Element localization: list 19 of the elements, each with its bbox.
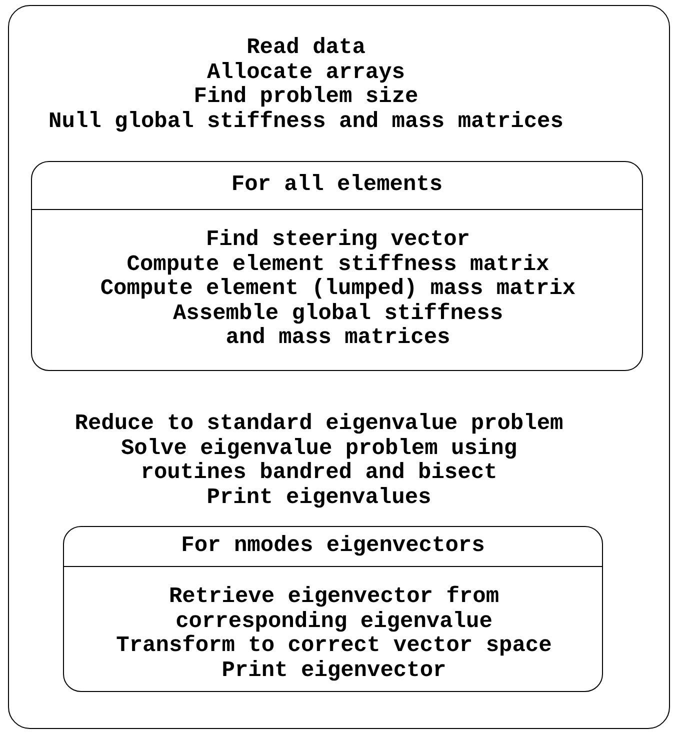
statement-text: Find steering vector [206, 228, 470, 252]
loop-box [31, 161, 643, 371]
statement-text: Retrieve eigenvector from corresponding eigenvalue [168, 585, 500, 634]
statement-text: Assemble global stiffness and mass matrices [172, 302, 504, 350]
statement-text: Compute element (lumped) mass matrix [100, 277, 576, 302]
loop-heading: For nmodes eigenvectors [64, 527, 602, 566]
statement-text: Print eigenvector [222, 658, 446, 683]
statement-text: Solve eigenvalue problem using routines bandred and bisect [120, 436, 518, 486]
statement-text: Find problem size [194, 85, 418, 110]
statement-text: Print eigenvalues [206, 486, 432, 510]
loop-box [63, 526, 603, 692]
statement-text: Null global stiffness and mass matrices [48, 110, 564, 134]
statement-text: Transform to correct vector space [116, 634, 552, 658]
outer-frame [8, 5, 670, 729]
loop-heading: For all elements [32, 162, 642, 210]
statement-text: Reduce to standard eigenvalue problem [74, 412, 564, 436]
statement-text: Compute element stiffness matrix [126, 252, 550, 277]
statement-text: Read data [246, 36, 366, 60]
statement-text: Allocate arrays [206, 60, 406, 85]
